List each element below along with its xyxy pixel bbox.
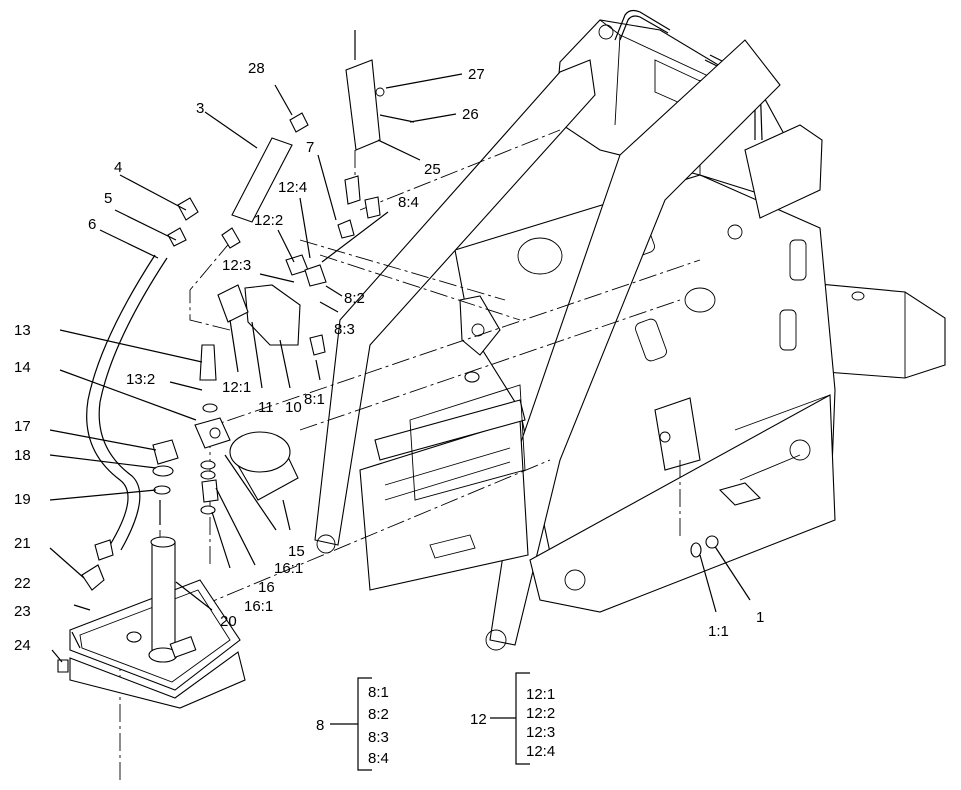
- callout-24: 24: [14, 637, 31, 654]
- legend-12-key: 12: [470, 711, 487, 728]
- legend-12-item-4: 12:4: [526, 743, 555, 760]
- adapter-fitting: [199, 344, 217, 381]
- callout-10: 10: [285, 399, 302, 416]
- gasket: [69, 651, 246, 709]
- hose-fitting: [177, 197, 199, 221]
- callout-16: 16: [258, 579, 275, 596]
- callout-22: 22: [14, 575, 31, 592]
- filler-cap: [152, 439, 179, 465]
- callout-14: 14: [14, 359, 31, 376]
- lift-arm-right: [489, 39, 781, 646]
- legend-12-item-3: 12:3: [526, 724, 555, 741]
- callout-12-2: 12:2: [254, 212, 283, 229]
- callout-6: 6: [88, 216, 96, 233]
- legend-8-key: 8: [316, 717, 324, 734]
- quick-coupler: [217, 284, 249, 323]
- legend-8-item-1: 8:1: [368, 684, 389, 701]
- lower-front-box: [529, 394, 836, 613]
- callout-18: 18: [14, 447, 31, 464]
- legend-8-item-4: 8:4: [368, 750, 389, 767]
- callout-4: 4: [114, 159, 122, 176]
- legend-8: 8 8:1 8:2 8:3 8:4: [316, 677, 389, 771]
- callout-13: 13: [14, 322, 31, 339]
- fender: [744, 124, 823, 219]
- callout-13-2: 13:2: [126, 371, 155, 388]
- callout-5: 5: [104, 190, 112, 207]
- suction-hose: [86, 254, 156, 546]
- pin-sleeve: [345, 59, 381, 151]
- callout-23: 23: [14, 603, 31, 620]
- hydraulic-parts: [57, 30, 415, 709]
- callout-3: 3: [196, 100, 204, 117]
- callout-15: 15: [288, 543, 305, 560]
- hydraulic-tube: [231, 137, 293, 223]
- front-cross-member: [359, 419, 529, 591]
- loader-frame: [314, 9, 946, 651]
- callout-7: 7: [306, 139, 314, 156]
- strainer-tube: [151, 541, 176, 651]
- callout-26: 26: [462, 106, 479, 123]
- callout-8-1: 8:1: [304, 391, 325, 408]
- callout-28: 28: [248, 60, 265, 77]
- callout-17: 17: [14, 418, 31, 435]
- leader-lines: [49, 73, 751, 663]
- grab-handle: [614, 9, 671, 41]
- callout-8-2: 8:2: [344, 290, 365, 307]
- callout-16-1a: 16:1: [274, 560, 303, 577]
- elbow-fitting: [81, 564, 105, 591]
- legend-8-item-2: 8:2: [368, 706, 389, 723]
- callout-25: 25: [424, 161, 441, 178]
- filter-head: [194, 417, 231, 449]
- cylinder-bracket: [459, 295, 501, 356]
- callout-21: 21: [14, 535, 31, 552]
- callout-12-1: 12:1: [222, 379, 251, 396]
- callout-27: 27: [468, 66, 485, 83]
- callout-19: 19: [14, 491, 31, 508]
- callout-12-3: 12:3: [222, 257, 251, 274]
- callout-1-1: 1:1: [708, 623, 729, 640]
- legend-12-item-2: 12:2: [526, 705, 555, 722]
- callout-labels: 28 3 27 26 25 7 12:4 8:4 12:2 12:3 8:2 8…: [14, 60, 764, 654]
- callout-8-3: 8:3: [334, 321, 355, 338]
- callout-8-4: 8:4: [398, 194, 419, 211]
- mounting-bracket: [244, 284, 301, 346]
- lift-arm-left: [314, 59, 596, 546]
- legend-12-item-1: 12:1: [526, 686, 555, 703]
- callout-20: 20: [220, 613, 237, 630]
- callout-11: 11: [258, 399, 274, 416]
- legend-12: 12 12:1 12:2 12:3 12:4: [470, 672, 555, 765]
- legend-8-item-3: 8:3: [368, 729, 389, 746]
- callout-16-1b: 16:1: [244, 598, 273, 615]
- drain-plug: [690, 535, 719, 558]
- bolt: [57, 659, 69, 673]
- callout-1: 1: [756, 609, 764, 626]
- callout-12-4: 12:4: [278, 179, 307, 196]
